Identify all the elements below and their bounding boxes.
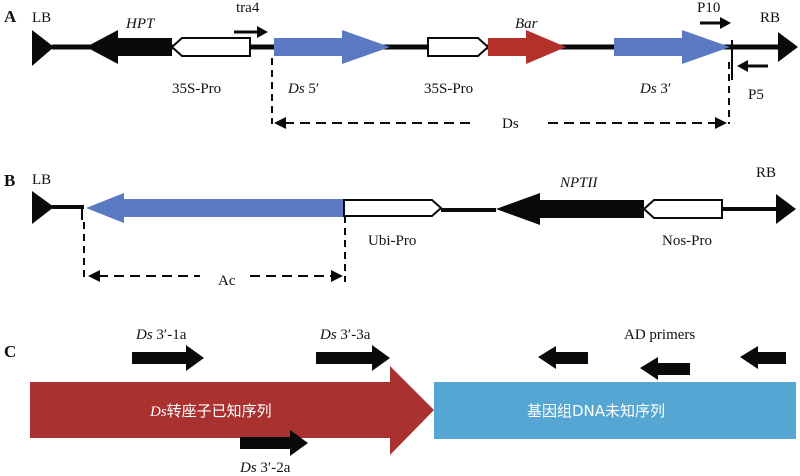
p5-label: P5 <box>748 87 764 103</box>
promoter-35s-left <box>170 37 251 57</box>
primer-3a-label: Ds 3′-3a <box>319 327 371 343</box>
lb-label-a: LB <box>32 10 51 26</box>
ds-3-prime-element <box>614 30 730 64</box>
ds-3-prime-label: Ds 3′ <box>639 81 671 97</box>
unknown-sequence-label: 基因组DNA未知序列 <box>527 402 665 420</box>
ac-element <box>86 193 344 223</box>
known-sequence-label: Ds转座子已知序列 <box>149 402 272 420</box>
ds-5-prime-label: Ds 5′ <box>287 81 319 97</box>
tra4-primer-arrow <box>234 26 268 38</box>
primer-2a-label: Ds 3′-2a <box>239 460 291 476</box>
ad-primer-arrow-1 <box>538 346 588 369</box>
right-border-b <box>776 194 796 224</box>
ds-span-left-arrowhead <box>274 117 286 129</box>
ad-primers-label: AD primers <box>624 327 695 343</box>
promoter-35s-mid-label: 35S-Pro <box>424 81 473 97</box>
panel-a: A LB RB HPT 35S-Pro tra4 Ds 5′ 35S-Pro B… <box>4 0 798 132</box>
primer-2a-arrow <box>240 430 308 456</box>
ac-span-label: Ac <box>218 273 236 289</box>
hpt-label: HPT <box>125 16 156 32</box>
ds-span-label: Ds <box>502 116 519 132</box>
ad-primer-arrow-3 <box>740 346 786 369</box>
promoter-35s-left-label: 35S-Pro <box>172 81 221 97</box>
unknown-genomic-dna-box <box>434 382 796 439</box>
right-border-a <box>778 32 798 62</box>
known-ds-sequence-arrow <box>30 366 434 455</box>
ubi-promoter-label: Ubi-Pro <box>368 233 416 249</box>
hpt-gene <box>86 30 172 64</box>
lb-label-b: LB <box>32 172 51 188</box>
p10-primer-arrow <box>700 17 731 29</box>
p5-primer-arrow <box>737 60 768 72</box>
ubi-promoter <box>343 199 443 217</box>
p10-label: P10 <box>697 0 720 16</box>
panel-a-letter: A <box>4 7 17 26</box>
panel-b: B LB RB Ubi-Pro NPTII Nos-Pro Ac <box>4 165 796 289</box>
nos-promoter-label: Nos-Pro <box>662 233 712 249</box>
bar-gene <box>488 30 566 64</box>
nptii-gene <box>496 193 644 225</box>
panel-c-letter: C <box>4 342 16 361</box>
tra4-label: tra4 <box>236 0 260 16</box>
primer-1a-label: Ds 3′-1a <box>135 327 187 343</box>
ad-primer-arrow-2 <box>640 357 690 380</box>
left-border-b <box>32 191 54 224</box>
panel-b-letter: B <box>4 171 15 190</box>
rb-label-a: RB <box>760 10 780 26</box>
ds-span-right-arrowhead <box>715 117 727 129</box>
nos-promoter <box>642 199 723 219</box>
nptii-label: NPTII <box>559 175 599 191</box>
left-border-a <box>32 30 54 66</box>
ac-span-left-arrowhead <box>88 270 100 282</box>
ds-5-prime-element <box>274 30 390 64</box>
promoter-35s-mid <box>427 37 490 57</box>
ac-span-right-arrowhead <box>331 270 343 282</box>
rb-label-b: RB <box>756 165 776 181</box>
panel-c: C Ds转座子已知序列 基因组DNA未知序列 Ds 3′-1a Ds 3′-3a… <box>4 327 796 476</box>
primer-3a-arrow <box>316 345 390 371</box>
primer-1a-arrow <box>132 345 204 371</box>
bar-label: Bar <box>515 16 538 32</box>
